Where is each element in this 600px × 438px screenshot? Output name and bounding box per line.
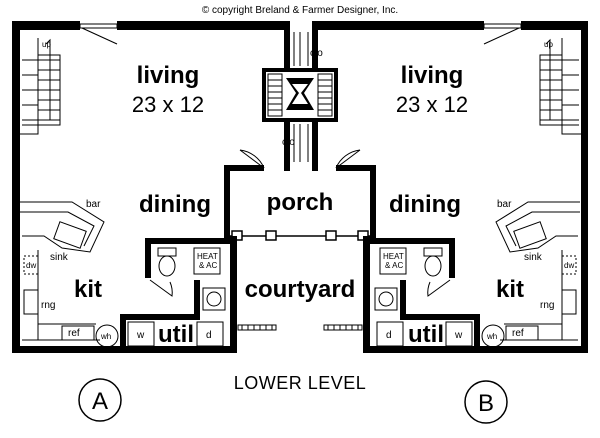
unit-b-fixtures bbox=[374, 247, 505, 348]
courtyard-gates bbox=[237, 324, 363, 331]
heat-label-a-2: & AC bbox=[199, 261, 217, 270]
kitchen-b bbox=[495, 201, 580, 341]
unit-a-letter: A bbox=[92, 388, 108, 415]
ref-label-a: ref bbox=[68, 328, 80, 339]
dining-label-b: dining bbox=[389, 191, 461, 218]
courtyard-label: courtyard bbox=[245, 276, 356, 303]
wh-label-a: wh bbox=[100, 332, 111, 341]
rng-label-b: rng bbox=[540, 300, 554, 311]
living-label-a: living bbox=[137, 62, 200, 89]
util-label-a: util bbox=[158, 321, 194, 348]
dryer-label-a: d bbox=[206, 330, 212, 341]
dryer-label-b: d bbox=[386, 330, 392, 341]
bar-label-a: bar bbox=[86, 199, 101, 210]
sink-label-b: sink bbox=[524, 252, 543, 263]
util-label-b: util bbox=[408, 321, 444, 348]
unit-a-core-walls bbox=[120, 236, 237, 353]
dw-label-b: dw bbox=[564, 261, 574, 270]
living-dims-b: 23 x 12 bbox=[396, 92, 468, 117]
closet-label-bottom: clo bbox=[282, 137, 295, 148]
stair-right bbox=[539, 38, 581, 135]
bar-label-b: bar bbox=[497, 199, 512, 210]
porch-columns bbox=[230, 230, 370, 241]
living-dims-a: 23 x 12 bbox=[132, 92, 204, 117]
rng-label-a: rng bbox=[41, 300, 55, 311]
closet-label-top: clo bbox=[310, 48, 323, 59]
unit-b-core-walls bbox=[363, 236, 480, 353]
heat-label-b-2: & AC bbox=[385, 261, 403, 270]
entry-doors-top bbox=[79, 23, 522, 45]
level-label: LOWER LEVEL bbox=[234, 373, 367, 393]
porch-label: porch bbox=[267, 189, 334, 216]
ref-label-b: ref bbox=[512, 328, 524, 339]
stair-up-label-right: up bbox=[544, 40, 553, 49]
porch-doors bbox=[239, 149, 361, 169]
sink-label-a: sink bbox=[50, 252, 69, 263]
heat-label-a-1: HEAT bbox=[197, 252, 218, 261]
dw-label-a: dw bbox=[26, 261, 36, 270]
kit-label-a: kit bbox=[74, 276, 102, 303]
washer-label-b: w bbox=[454, 330, 463, 341]
kitchen-a bbox=[20, 201, 105, 341]
heat-label-b-1: HEAT bbox=[383, 252, 404, 261]
wh-label-b: wh bbox=[486, 332, 497, 341]
dining-label-a: dining bbox=[139, 191, 211, 218]
washer-label-a: w bbox=[136, 330, 145, 341]
closets bbox=[293, 32, 309, 162]
fireplace bbox=[262, 68, 338, 122]
kit-label-b: kit bbox=[496, 276, 524, 303]
copyright-text: © copyright Breland & Farmer Designer, I… bbox=[202, 5, 398, 16]
living-label-b: living bbox=[401, 62, 464, 89]
porch-walls bbox=[224, 165, 376, 240]
unit-b-letter: B bbox=[478, 390, 494, 417]
stair-up-label-left: up bbox=[42, 40, 51, 49]
unit-markers bbox=[78, 378, 508, 424]
unit-a-fixtures bbox=[95, 247, 226, 348]
stair-left bbox=[20, 38, 61, 135]
